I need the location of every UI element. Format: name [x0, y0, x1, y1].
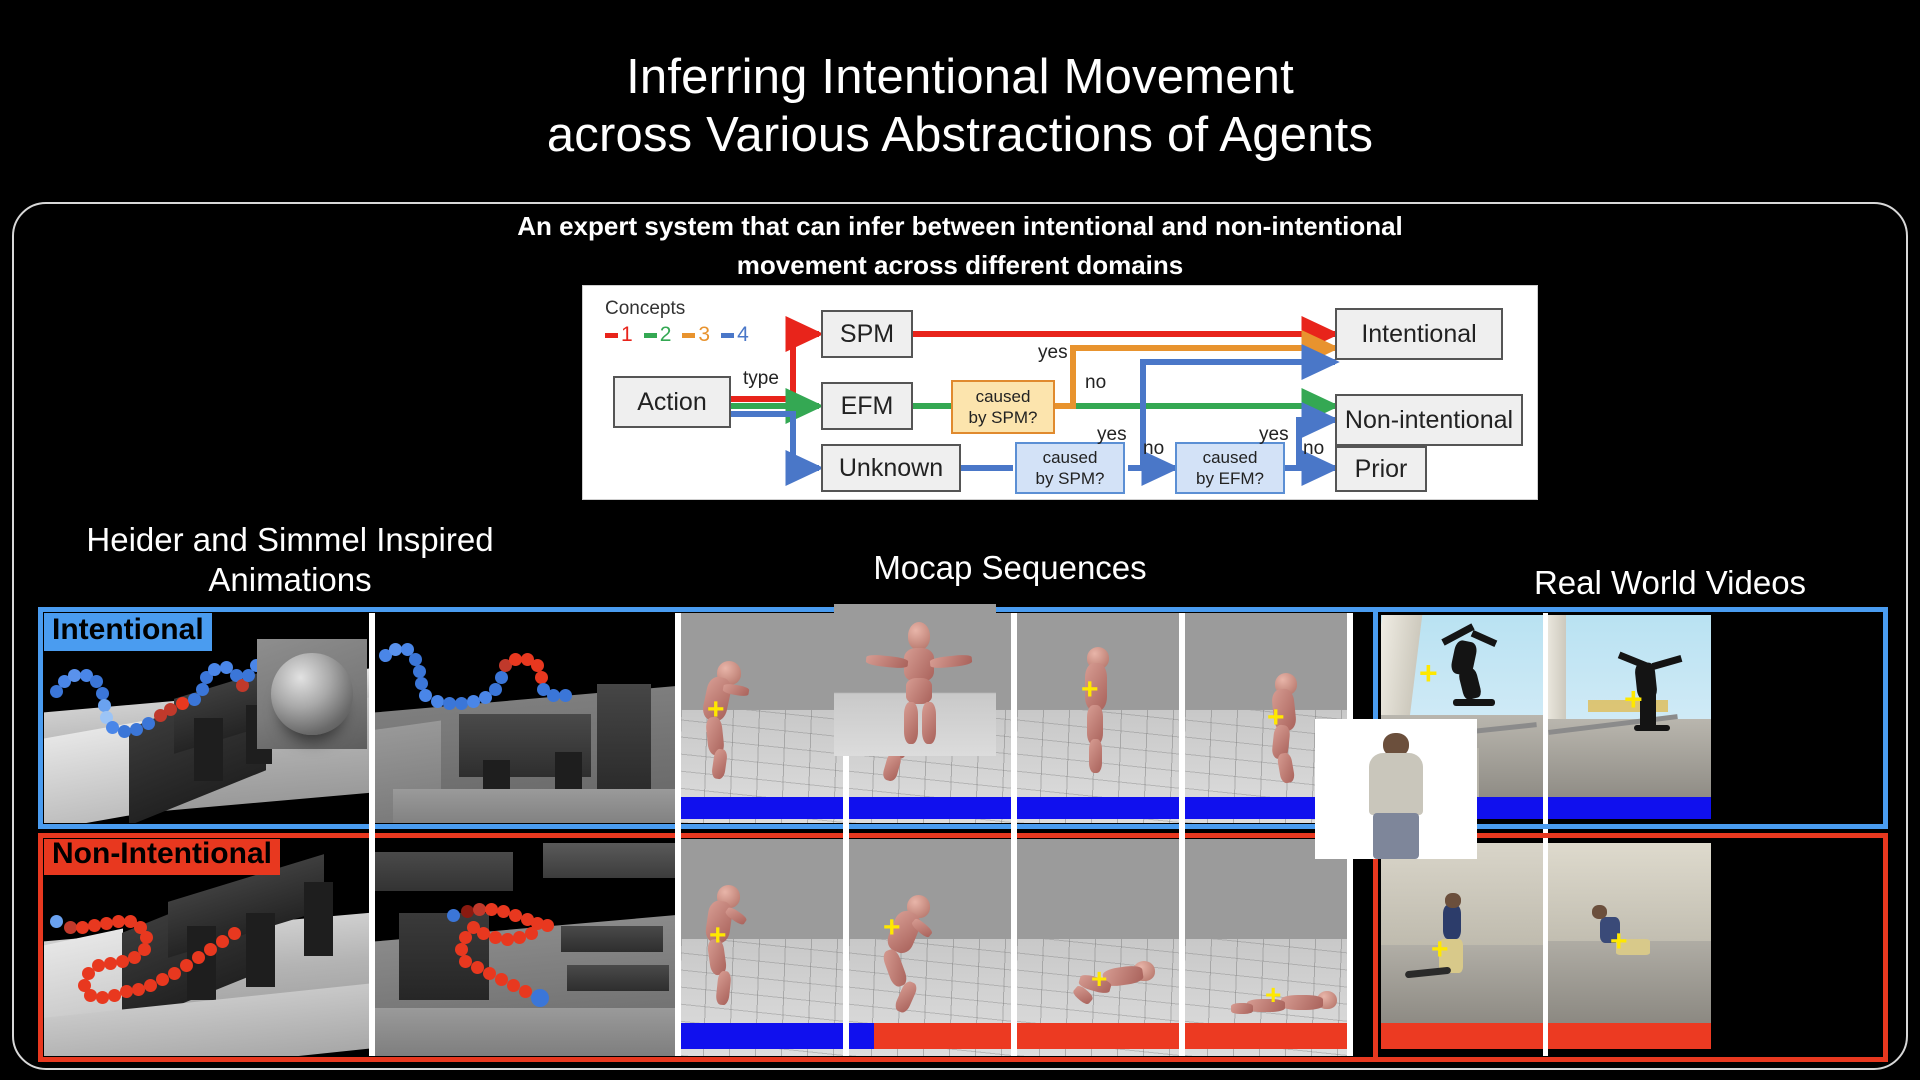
edge-label-yes-mid: yes: [1097, 424, 1127, 445]
center-of-mass-marker-icon: +: [1624, 681, 1643, 717]
legend-swatch-icon: [643, 332, 657, 338]
flowchart-legend: Concepts 1 2 3 4: [605, 298, 749, 347]
column-divider: [369, 613, 375, 1056]
node-non-intentional[interactable]: Non-intentional: [1335, 394, 1523, 446]
legend-item-2: 2: [643, 323, 672, 347]
cell-mocap-intentional-1[interactable]: +: [681, 613, 843, 823]
column-divider: [675, 613, 681, 1056]
center-of-mass-marker-icon: +: [1419, 655, 1438, 691]
cell-video-non-intentional-1[interactable]: +: [1381, 843, 1543, 1025]
legend-swatch-icon: [721, 332, 735, 338]
column-divider: [1179, 613, 1185, 1056]
cell-mocap-non-intentional-2[interactable]: +: [849, 839, 1011, 1056]
examples-grid: Intentional: [38, 604, 1888, 1062]
node-prior[interactable]: Prior: [1335, 446, 1427, 492]
edge-label-yes-top: yes: [1038, 342, 1068, 363]
cell-hs-non-intentional-2[interactable]: [375, 839, 675, 1056]
cell-hs-non-intentional-1[interactable]: Non-Intentional: [44, 839, 369, 1056]
cell-mocap-intentional-3[interactable]: +: [1017, 613, 1179, 823]
node-spm[interactable]: SPM: [821, 310, 913, 358]
node-unknown[interactable]: Unknown: [821, 444, 961, 492]
node-efm[interactable]: EFM: [821, 382, 913, 430]
score-bar-mocap-non-intentional-red: [874, 1023, 1347, 1049]
legend-swatch-icon: [682, 332, 696, 338]
inset-sphere-render[interactable]: [257, 639, 367, 749]
legend-label: 1: [621, 323, 633, 346]
center-of-mass-marker-icon: +: [1610, 925, 1628, 958]
center-of-mass-marker-icon: +: [1265, 979, 1282, 1010]
section-caption-mocap: Mocap Sequences: [873, 549, 1147, 586]
page-title: Inferring Intentional Movement across Va…: [546, 50, 1374, 162]
cell-mocap-non-intentional-1[interactable]: +: [681, 839, 843, 1056]
center-of-mass-marker-icon: +: [1431, 933, 1449, 966]
center-of-mass-marker-icon: +: [1091, 963, 1108, 994]
subtitle: An expert system that can infer between …: [517, 211, 1403, 280]
expert-system-flowchart: Concepts 1 2 3 4: [582, 285, 1538, 500]
legend-title: Concepts: [605, 298, 686, 319]
legend-label: 2: [659, 323, 672, 346]
label-non-intentional: Non-Intentional: [44, 839, 280, 875]
edge-label-no-top: no: [1085, 372, 1107, 393]
decision-caused-by-spm-bottom[interactable]: caused by SPM?: [1015, 442, 1125, 494]
legend-swatch-icon: [605, 332, 618, 338]
decision-caused-by-spm-top[interactable]: caused by SPM?: [951, 380, 1055, 434]
center-of-mass-marker-icon: +: [707, 693, 725, 726]
cell-hs-intentional-2[interactable]: [375, 613, 675, 823]
legend-item-1: 1: [605, 323, 633, 347]
decision-caused-by-efm[interactable]: caused by EFM?: [1175, 442, 1285, 494]
legend-item-4: 4: [721, 323, 749, 347]
column-divider: [843, 613, 849, 1056]
column-divider: [1543, 613, 1548, 1056]
center-of-mass-marker-icon: +: [883, 911, 901, 944]
flowchart-edges: [729, 316, 1340, 486]
node-action[interactable]: Action: [613, 376, 731, 428]
legend-label: 4: [737, 323, 749, 346]
edge-label-type: type: [743, 368, 779, 389]
edge-label-yes-right: yes: [1259, 424, 1289, 445]
inset-person-standing[interactable]: [1315, 719, 1477, 859]
legend-label: 3: [698, 323, 711, 346]
label-intentional: Intentional: [44, 613, 212, 651]
center-of-mass-marker-icon: +: [1267, 701, 1285, 734]
node-intentional[interactable]: Intentional: [1335, 308, 1503, 360]
center-of-mass-marker-icon: +: [709, 919, 727, 952]
score-bar-mocap-non-intentional-blue: [681, 1023, 874, 1049]
section-caption-real-world: Real World Videos: [1533, 564, 1807, 601]
legend-item-3: 3: [682, 323, 710, 347]
cell-mocap-non-intentional-4[interactable]: +: [1185, 839, 1347, 1056]
edge-label-no-right: no: [1303, 438, 1325, 459]
edge-label-no-mid: no: [1143, 438, 1165, 459]
cell-video-non-intentional-2[interactable]: +: [1548, 843, 1711, 1025]
column-divider: [1011, 613, 1017, 1056]
cell-video-intentional-2[interactable]: +: [1548, 615, 1711, 800]
section-caption-heider-simmel: Heider and Simmel Inspired Animations: [86, 521, 494, 598]
center-of-mass-marker-icon: +: [1081, 673, 1099, 706]
inset-mocap-tpose[interactable]: [834, 604, 996, 756]
